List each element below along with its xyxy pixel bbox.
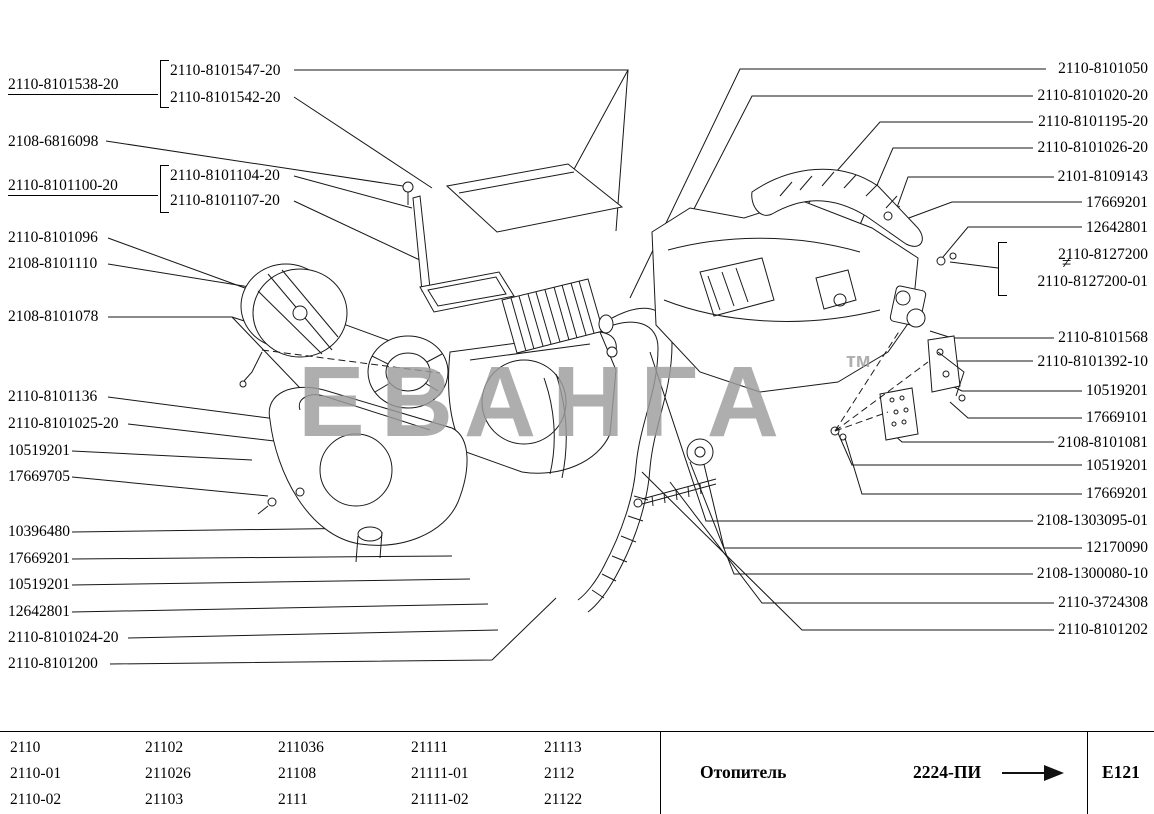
part-number-label: 17669201: [1086, 194, 1148, 211]
part-number-label: 2110-8101542-20: [170, 89, 281, 106]
part-number-label: 2108-6816098: [8, 133, 99, 150]
group-bracket: [160, 60, 169, 108]
part-number-label: 2110-8101200: [8, 655, 98, 672]
part-number-label: 2110-8101547-20: [170, 62, 281, 79]
part-number-label: 2110-8101100-20: [8, 177, 158, 196]
part-number-label: 17669705: [8, 468, 70, 485]
part-number-label: 2110-8127200: [1058, 246, 1148, 263]
watermark-text: ЕВАНГА: [298, 346, 795, 458]
footer-vertical-divider: [660, 732, 661, 814]
part-number-label: 2110-8101538-20: [8, 76, 158, 95]
model-code: 21113: [544, 739, 582, 756]
model-code: 211036: [278, 739, 324, 756]
model-code: 21108: [278, 765, 317, 782]
part-number-label: 2108-1300080-10: [1036, 565, 1148, 582]
group-bracket: [998, 242, 1007, 296]
heater-assembly-drawing: [239, 163, 966, 613]
part-number-label: 2110-3724308: [1058, 594, 1148, 611]
model-code: 2110: [10, 739, 41, 756]
part-number-label: 10519201: [1086, 457, 1148, 474]
part-number-label: 2110-8127200-01: [1037, 273, 1149, 290]
model-code: 21111-01: [411, 765, 469, 782]
part-number-label: 17669201: [1086, 485, 1148, 502]
model-code: 2112: [544, 765, 575, 782]
footer-vertical-divider: [1087, 732, 1088, 814]
part-number-label: 10519201: [8, 442, 70, 459]
part-number-label: 2110-8101107-20: [170, 192, 280, 209]
footer-divider: [0, 731, 1154, 732]
model-code: 2110-02: [10, 791, 62, 808]
part-number-label: 12642801: [8, 603, 70, 620]
sheet-code: 2224-ПИ: [913, 762, 982, 782]
part-number-label: 17669101: [1086, 409, 1148, 426]
group-bracket: [160, 165, 169, 213]
not-equal-symbol: ≠: [1062, 253, 1072, 272]
part-number-label: 2110-8101096: [8, 229, 98, 246]
part-number-label: 2108-8101110: [8, 255, 98, 272]
part-number-label: 2110-8101195-20: [1038, 113, 1148, 130]
part-number-label: 2110-8101392-10: [1037, 353, 1149, 370]
part-number-label: 2110-8101202: [1058, 621, 1148, 638]
part-number-label: 2108-8101081: [1057, 434, 1148, 451]
part-number-label: 2110-8101020-20: [1037, 87, 1149, 104]
model-code: 21103: [145, 791, 184, 808]
part-number-label: 12170090: [1086, 539, 1148, 556]
watermark-tm-mark: тм: [846, 350, 871, 372]
model-code: 2111: [278, 791, 308, 808]
part-number-label: 17669201: [8, 550, 70, 567]
model-code: 2110-01: [10, 765, 62, 782]
model-code: 211026: [145, 765, 191, 782]
section-title: Отопитель: [700, 762, 787, 782]
part-number-label: 2108-8101078: [8, 308, 99, 325]
part-number-label: 10396480: [8, 523, 70, 540]
part-number-label: 2110-8101050: [1058, 60, 1148, 77]
part-number-label: 2110-8101568: [1058, 329, 1148, 346]
model-code: 21122: [544, 791, 583, 808]
part-number-label: 2110-8101104-20: [170, 167, 280, 184]
part-number-label: 10519201: [8, 576, 70, 593]
part-number-label: 2110-8101136: [8, 388, 98, 405]
part-number-label: 12642801: [1086, 219, 1148, 236]
model-code: 21102: [145, 739, 184, 756]
part-number-label: 2110-8101025-20: [8, 415, 119, 432]
model-code: 21111: [411, 739, 449, 756]
part-number-label: 10519201: [1086, 382, 1148, 399]
part-number-label: 2108-1303095-01: [1036, 512, 1148, 529]
page-code: Е121: [1102, 762, 1140, 782]
part-number-label: 2101-8109143: [1057, 168, 1148, 185]
model-code: 21111-02: [411, 791, 469, 808]
part-number-label: 2110-8101026-20: [1037, 139, 1149, 156]
part-number-label: 2110-8101024-20: [8, 629, 119, 646]
footer-arrow: [1002, 765, 1064, 781]
